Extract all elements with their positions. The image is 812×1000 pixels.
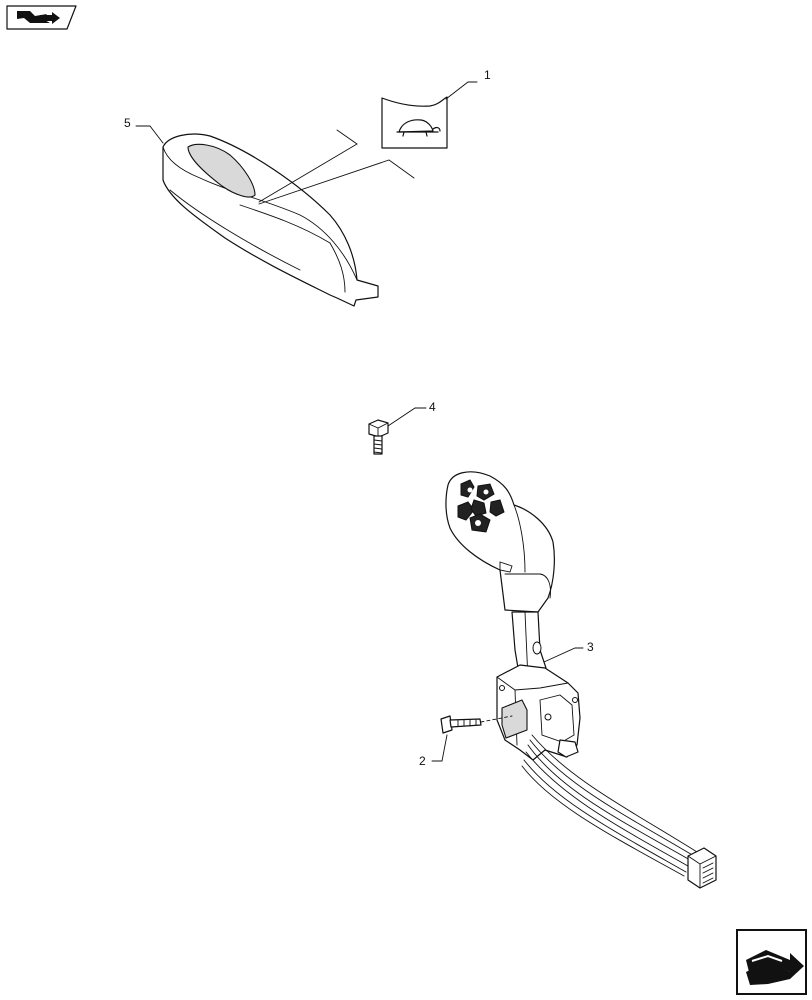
callout-2: 2 (419, 754, 426, 768)
callout-4: 4 (429, 400, 436, 414)
turtle-icon (396, 119, 441, 137)
next-page-arrow-icon[interactable] (736, 929, 807, 995)
part-2-bolt (440, 715, 513, 734)
book-arrow-icon[interactable] (6, 5, 77, 30)
part-4-bolt (368, 419, 389, 455)
callout-1: 1 (484, 68, 491, 82)
part-3-joystick (445, 471, 717, 889)
callout-leaders (135, 81, 584, 762)
callout-3: 3 (587, 640, 594, 654)
part-1-turtle-decal (381, 96, 448, 149)
callout-5: 5 (124, 116, 131, 130)
part-5-armrest-cover (162, 129, 415, 307)
